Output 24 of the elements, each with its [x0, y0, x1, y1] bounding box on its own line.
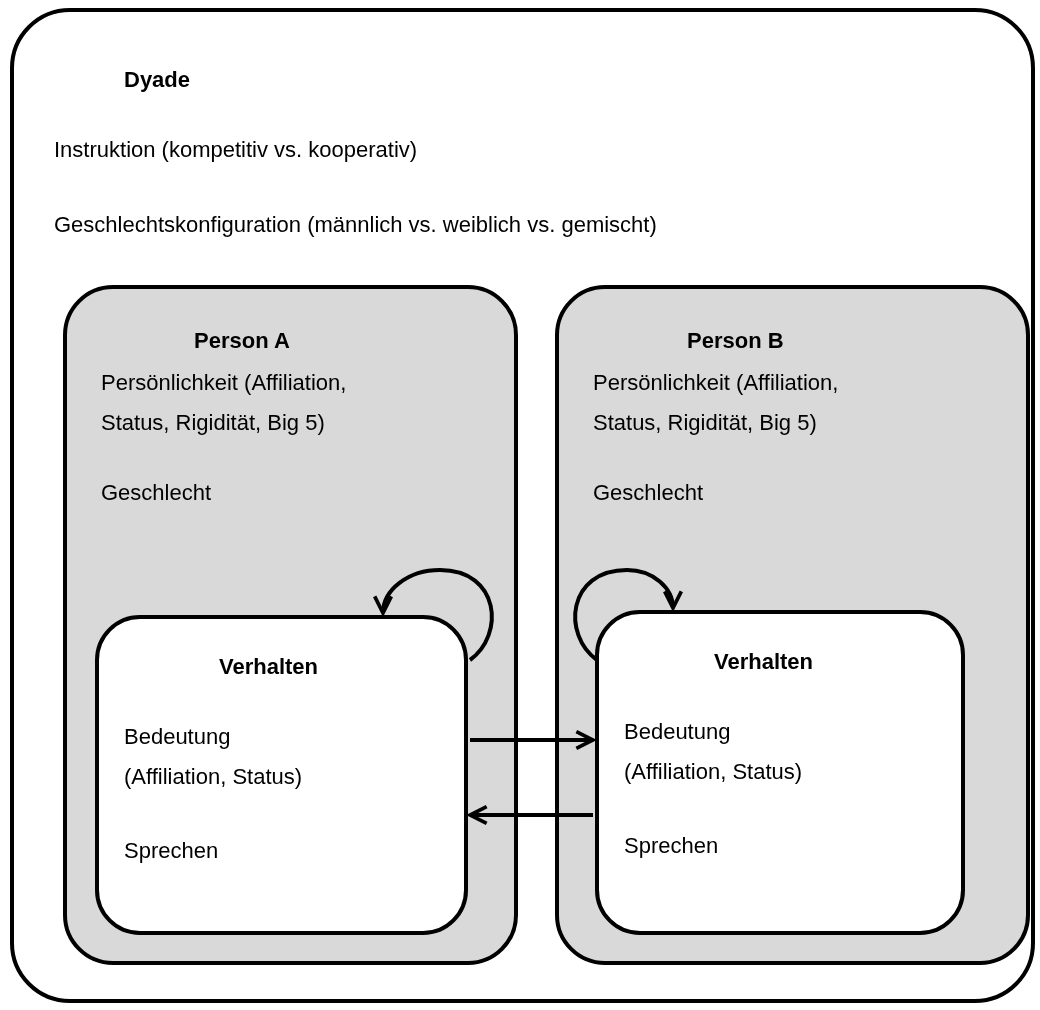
- outer-rounded-box: [10, 8, 1035, 1003]
- arrow: [573, 568, 682, 662]
- box-text: Sprechen: [124, 837, 219, 865]
- box-text: Bedeutung (Affiliation, Status): [124, 723, 304, 791]
- rounded-box: [555, 285, 1030, 965]
- arrow: [470, 729, 595, 751]
- box-text: Geschlecht: [101, 479, 212, 507]
- box-heading: Dyade: [124, 66, 191, 94]
- box-text: Persönlichkeit (Affiliation, Status, Rigidität, Big 5): [101, 369, 348, 437]
- rounded-box: [63, 285, 518, 965]
- box-heading: Verhalten: [219, 653, 319, 681]
- box-heading: Person A: [194, 327, 290, 355]
- box-text: Geschlechtskonfiguration (männlich vs. weiblich vs. gemischt): [54, 211, 657, 239]
- rounded-box: [95, 615, 468, 935]
- box-text: Geschlecht: [593, 479, 704, 507]
- box-heading: Verhalten: [714, 648, 814, 676]
- arrow: [468, 804, 593, 826]
- box-text: Persönlichkeit (Affiliation, Status, Rigidität, Big 5): [593, 369, 840, 437]
- rounded-box: [595, 610, 965, 935]
- box-text: Sprechen: [624, 832, 719, 860]
- box-text: Bedeutung (Affiliation, Status): [624, 718, 804, 786]
- arrow: [374, 568, 494, 662]
- box-text: Instruktion (kompetitiv vs. kooperativ): [54, 136, 418, 164]
- box-heading: Person B: [687, 327, 784, 355]
